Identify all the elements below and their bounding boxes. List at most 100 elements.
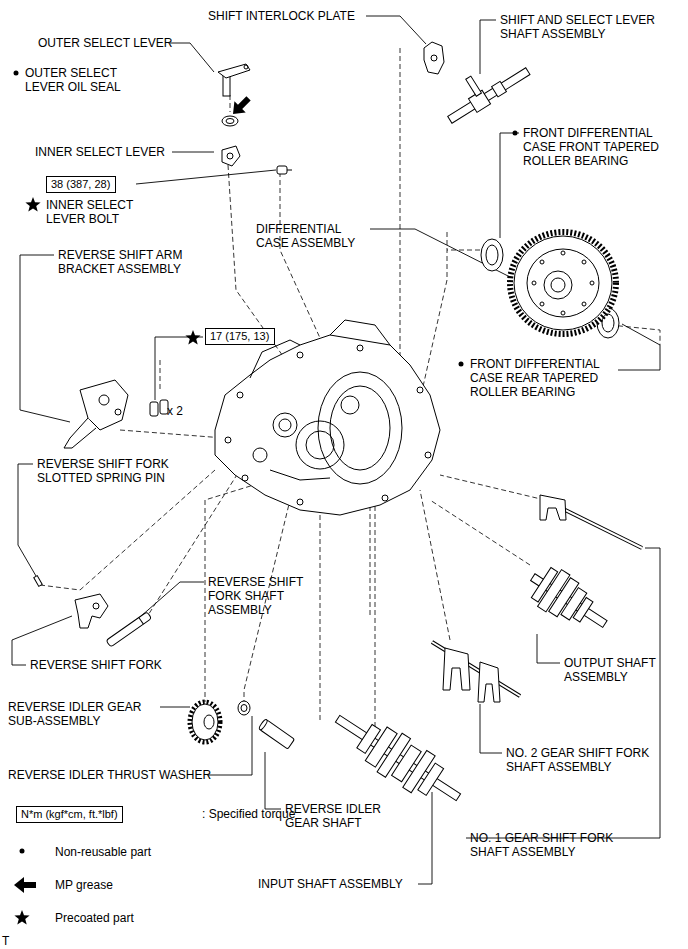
reverse-shift-fork: [75, 594, 108, 628]
shift-lever-shaft: [492, 81, 507, 96]
output-shaft: [521, 559, 617, 643]
inner-select-lever: [222, 146, 240, 166]
precoat-star: [185, 330, 200, 344]
part-name: REVERSE SHIFT FORK SLOTTED SPRING PIN: [37, 457, 175, 485]
part-name: NO. 1 GEAR SHIFT FORK SHAFT ASSEMBLY: [470, 831, 620, 859]
assembly-line: [230, 95, 231, 112]
differential-gear: [532, 251, 594, 315]
part-name: OUTER SELECT LEVER: [38, 36, 172, 50]
idler-gear: [190, 702, 220, 742]
leader-line: [618, 324, 660, 370]
idler-gear: [190, 702, 220, 742]
part-name: INNER SELECT LEVER: [35, 145, 165, 159]
bolt: [160, 400, 168, 414]
shift-fork-shaft: [443, 648, 470, 690]
differential-gear: [514, 236, 612, 330]
reverse-fork-shaft: [106, 612, 152, 647]
transaxle-case: [297, 499, 303, 505]
leader-line: [418, 792, 432, 884]
bolt: [277, 166, 287, 174]
transaxle-case: [225, 437, 231, 443]
spring-pin: [34, 576, 42, 587]
legend-text: MP grease: [55, 878, 113, 892]
part-name: REVERSE SHIFT ARM BRACKET ASSEMBLY: [58, 248, 190, 276]
assembly-line: [228, 165, 300, 380]
leader-line: [480, 20, 496, 74]
precoat-star: [25, 197, 40, 211]
shift-interlock-plate: [431, 55, 437, 61]
outer-select-lever: [244, 65, 248, 69]
transaxle-case: [270, 470, 330, 480]
bolt: [277, 166, 292, 174]
non-reusable-dot: [459, 362, 464, 367]
figure-code: T: [2, 934, 9, 948]
assembly-line: [375, 500, 376, 735]
differential-gear: [561, 311, 565, 315]
leader-line: [12, 616, 72, 665]
bearing: [486, 245, 498, 265]
outer-select-lever: [218, 64, 250, 96]
non-reusable-dot: [513, 131, 518, 136]
leader-line: [537, 634, 560, 663]
torque-value: 38 (387, 28): [51, 178, 111, 191]
idler-gear: [204, 715, 214, 729]
differential-gear: [561, 251, 565, 255]
leader-line: [20, 255, 70, 422]
transaxle-case: [215, 335, 440, 515]
idler-shaft: [258, 719, 294, 749]
leader-line: [18, 464, 36, 576]
non-reusable-dot: [14, 71, 518, 854]
reverse-arm-bracket: [99, 395, 109, 405]
leader-line: [265, 752, 281, 809]
part-name: REVERSE SHIFT FORK SHAFT ASSEMBLY: [208, 575, 310, 617]
reverse-shift-fork: [75, 594, 108, 628]
thrust-washer: [238, 701, 250, 715]
grease-arrow: [14, 877, 36, 893]
transaxle-case: [297, 352, 303, 358]
inner-select-lever: [227, 153, 233, 159]
part-name: INPUT SHAFT ASSEMBLY: [258, 877, 403, 891]
leader-line: [170, 43, 214, 72]
assembly-line: [160, 360, 161, 390]
transaxle-case: [296, 421, 344, 469]
leader-line: [366, 16, 426, 44]
assembly-line: [320, 500, 321, 720]
transaxle-case: [273, 413, 297, 437]
transaxle-case: [425, 452, 431, 458]
reverse-arm-bracket: [64, 380, 128, 448]
differential-gear: [527, 249, 599, 317]
leader-line: [172, 152, 214, 153]
differential-gear: [544, 271, 572, 299]
differential-gear: [551, 278, 565, 292]
legend-text: Precoated part: [55, 911, 134, 925]
spring-pin: [34, 576, 42, 587]
differential-gear: [582, 260, 586, 264]
input-shaft: [335, 715, 460, 800]
part-name: DIFFERENTIAL CASE ASSEMBLY: [256, 222, 362, 250]
bolt: [150, 400, 168, 416]
transaxle-case: [330, 320, 390, 345]
reverse-shift-fork: [93, 603, 99, 609]
differential-gear: [532, 281, 536, 285]
legend-text: : Specified torque: [202, 807, 295, 821]
thrust-washer: [241, 705, 247, 712]
transaxle-case: [215, 320, 440, 515]
shift-lever-shaft: [448, 68, 530, 124]
leader-line: [370, 229, 512, 278]
reverse-arm-bracket: [115, 409, 121, 415]
leader-line: [160, 707, 190, 708]
bolt: [287, 170, 292, 171]
shift-interlock-plate: [424, 42, 444, 74]
bearing: [481, 239, 503, 271]
part-name: NO. 2 GEAR SHIFT FORK SHAFT ASSEMBLY: [506, 746, 656, 774]
shift-fork-shaft: [432, 642, 520, 696]
transaxle-case: [250, 340, 300, 378]
transaxle-case: [382, 495, 388, 501]
part-name: REVERSE IDLER GEAR SHAFT: [285, 802, 389, 830]
legend-text: Non-reusable part: [55, 845, 151, 859]
torque-value: N*m (kgf*cm, ft.*lbf): [21, 808, 118, 821]
leader-line: [136, 170, 276, 184]
grease-arrow: [227, 93, 254, 120]
part-name: REVERSE SHIFT FORK: [30, 658, 162, 672]
part-name: OUTER SELECT LEVER OIL SEAL: [25, 66, 133, 94]
